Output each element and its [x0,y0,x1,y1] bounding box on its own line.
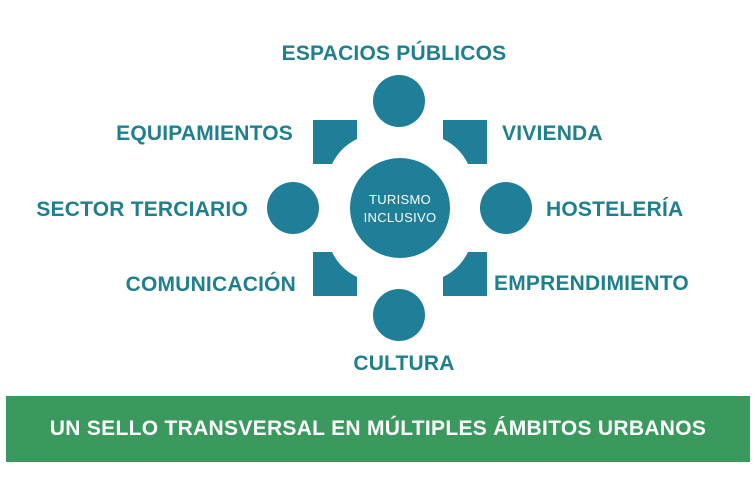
label-emprendimiento: EMPRENDIMIENTO [494,272,689,295]
label-espacios-publicos: ESPACIOS PÚBLICOS [282,41,507,65]
label-vivienda: VIVIENDA [502,122,603,145]
node-wedge-emprendimiento [443,252,487,296]
label-sector-terciario: SECTOR TERCIARIO [36,198,248,221]
turismo-inclusivo-diagram: TURISMO INCLUSIVO ESPACIOS PÚBLICOS VIVI… [36,41,689,375]
node-wedge-comunicacion [313,252,357,296]
label-equipamientos: EQUIPAMIENTOS [116,122,293,145]
node-circle-hosteleria [480,182,532,234]
node-wedge-equipamientos [313,120,357,164]
center-circle [350,158,450,258]
center-label-line1: TURISMO [369,192,431,207]
center-label-line2: INCLUSIVO [364,210,437,225]
label-hosteleria: HOSTELERÍA [546,198,683,221]
node-wedge-vivienda [443,120,487,164]
bottom-banner: UN SELLO TRANSVERSAL EN MÚLTIPLES ÁMBITO… [6,396,750,462]
node-circle-espacios-publicos [373,75,425,127]
node-circle-sector-terciario [267,182,319,234]
banner-text: UN SELLO TRANSVERSAL EN MÚLTIPLES ÁMBITO… [49,417,707,440]
node-circle-cultura [373,289,425,341]
label-cultura: CULTURA [353,352,454,375]
label-comunicacion: COMUNICACIÓN [126,272,296,296]
